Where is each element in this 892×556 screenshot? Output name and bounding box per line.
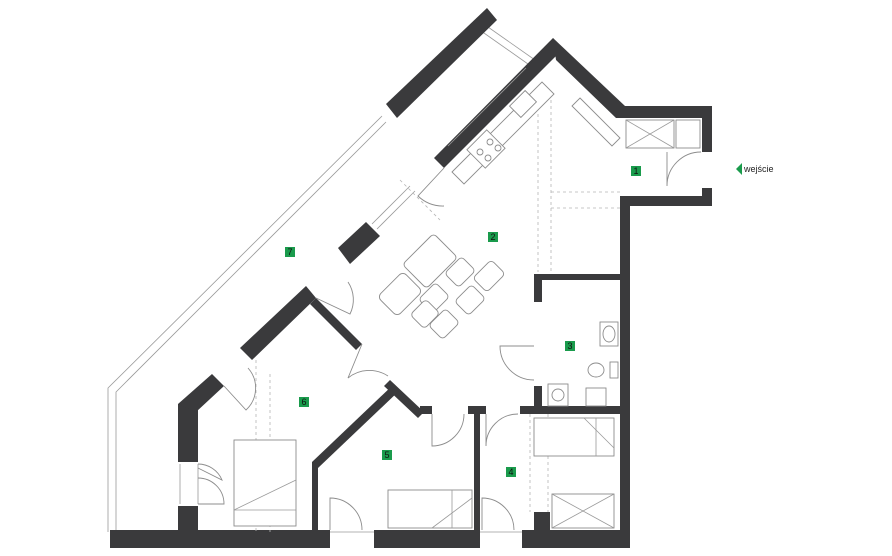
room-number: 4 [508,467,513,477]
room-number: 3 [567,341,572,351]
room-tag-1: 1 [631,166,641,176]
room-tag-4: 4 [506,467,516,477]
doors [197,151,702,531]
window-lines [179,67,527,533]
room-number: 5 [384,450,389,460]
bathroom-fixtures [547,321,619,407]
kitchen-counter [451,81,621,185]
room-number: 7 [287,247,292,257]
room-tag-5: 5 [382,450,392,460]
walls [110,8,712,548]
room-tag-6: 6 [299,397,309,407]
room-tag-7: 7 [285,247,295,257]
room-tag-3: 3 [565,341,575,351]
entrance-arrow-icon [736,163,742,175]
entrance-label: wejście [743,164,774,174]
room-number: 1 [633,166,638,176]
beds [233,417,615,529]
room-number: 6 [301,397,306,407]
entrance-marker: wejście [736,163,774,175]
entry-wardrobe [625,119,701,149]
room-number: 2 [490,232,495,242]
room-tag-2: 2 [488,232,498,242]
living-furniture [378,234,505,339]
